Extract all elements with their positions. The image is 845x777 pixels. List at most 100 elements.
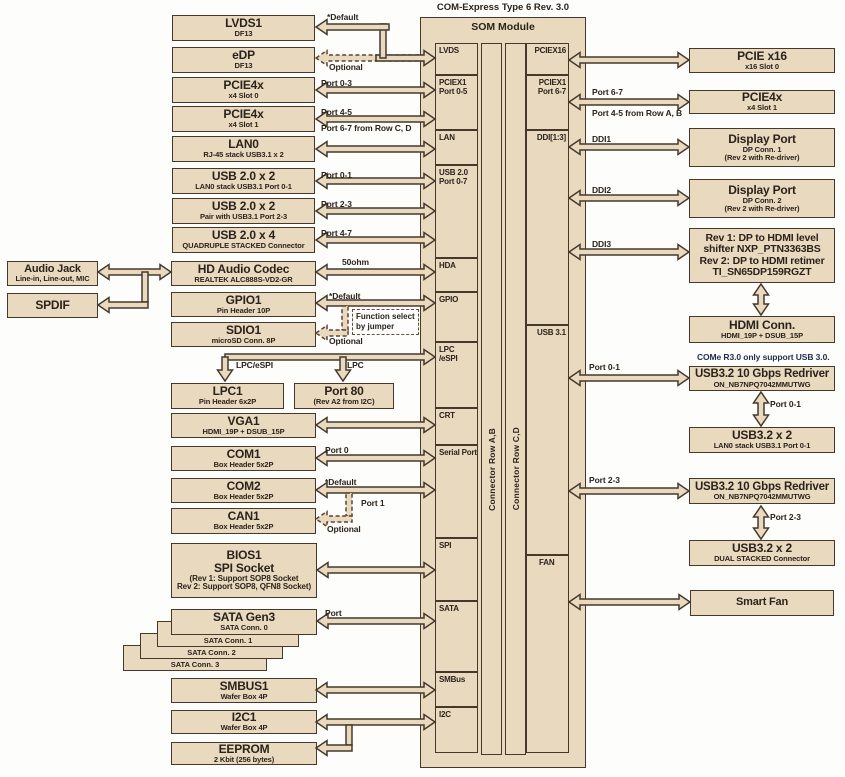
module-port-lvds: LVDS [435, 43, 478, 75]
float-label: Port 6-7 from Row C, D [321, 123, 412, 133]
float-label: LPC/eSPI [236, 360, 273, 370]
float-label: LPC [347, 360, 364, 370]
module-port-lpc-espi: LPC/eSPI [435, 342, 478, 408]
float-label: Port 0 [325, 445, 349, 455]
arrow [315, 561, 437, 579]
module-port-lan: LAN [435, 130, 478, 165]
arrow [345, 492, 353, 517]
float-label: COMe R3.0 only support USB 3.0. [697, 352, 830, 362]
module-port-gpio: GPIO [435, 292, 478, 342]
arrow [96, 263, 173, 281]
connector-row-bar-cd: Connector Row C,D [505, 43, 526, 755]
float-label: Port 4-7 [321, 228, 352, 238]
arrow [341, 305, 349, 331]
diagram-title: COM-Express Type 6 Rev. 3.0 [436, 2, 570, 13]
connector-row-bar-ab: Connector Row A,B [481, 43, 502, 755]
module-port-serial-port: Serial Port [435, 445, 478, 538]
module-port-hda: HDA [435, 258, 478, 292]
arrow [752, 390, 770, 428]
arrow [314, 263, 437, 281]
arrow [567, 243, 691, 261]
arrow [567, 138, 691, 156]
arrow [314, 140, 437, 158]
arrow [752, 504, 770, 541]
float-label: Port 1 [361, 498, 385, 508]
arrow [567, 189, 691, 207]
float-label: Port 0-1 [321, 170, 352, 180]
float-label: Port 2-3 [321, 199, 352, 209]
float-label: 50ohm [342, 257, 369, 267]
arrow [314, 681, 437, 699]
arrow [314, 739, 353, 757]
float-label: Port 4-5 [321, 107, 352, 117]
arrow [567, 593, 692, 611]
module-port-fan: FAN [526, 555, 569, 753]
float-label: *Default [329, 291, 361, 301]
float-label: Port 2-3 [589, 475, 620, 485]
float-label: Port 2-3 [770, 512, 801, 522]
node-port80: Port 80(Rev A2 from I2C) [294, 383, 394, 409]
module-port-pciex16: PCIEX16 [526, 43, 569, 75]
module-port-sata: SATA [435, 601, 478, 672]
som-module-label: SOM Module [471, 21, 535, 33]
arrow [567, 51, 691, 69]
float-label: Optional [329, 62, 363, 72]
node-spdif: SPDIF [7, 293, 98, 318]
float-label: Optional [327, 524, 361, 534]
float-label: Port 0-1 [589, 362, 620, 372]
float-label: Port [325, 608, 342, 618]
arrow [141, 271, 149, 303]
arrow [314, 416, 437, 434]
arrow [314, 713, 437, 731]
arrow [379, 23, 387, 59]
float-label: Port 4-5 from Row A, B [592, 108, 683, 118]
node-hdmi-conn: HDMI Conn.HDMI_19P + DSUB_15P [689, 316, 835, 343]
arrow [216, 356, 234, 383]
module-port-ddi-1-3-: DDI[1:3] [526, 130, 569, 325]
float-label: *Default [325, 477, 357, 487]
arrow [96, 296, 149, 314]
module-port-crt: CRT [435, 408, 478, 445]
arrow [567, 369, 691, 387]
module-port-i2c: I2C [435, 707, 478, 753]
module-port-spi: SPI [435, 538, 478, 601]
node-smart-fan: Smart Fan [690, 590, 834, 616]
module-port-smbus: SMBus [435, 672, 478, 707]
float-label: Port 6-7 [592, 87, 623, 97]
float-label: *Default [327, 12, 359, 22]
arrow [752, 282, 770, 317]
